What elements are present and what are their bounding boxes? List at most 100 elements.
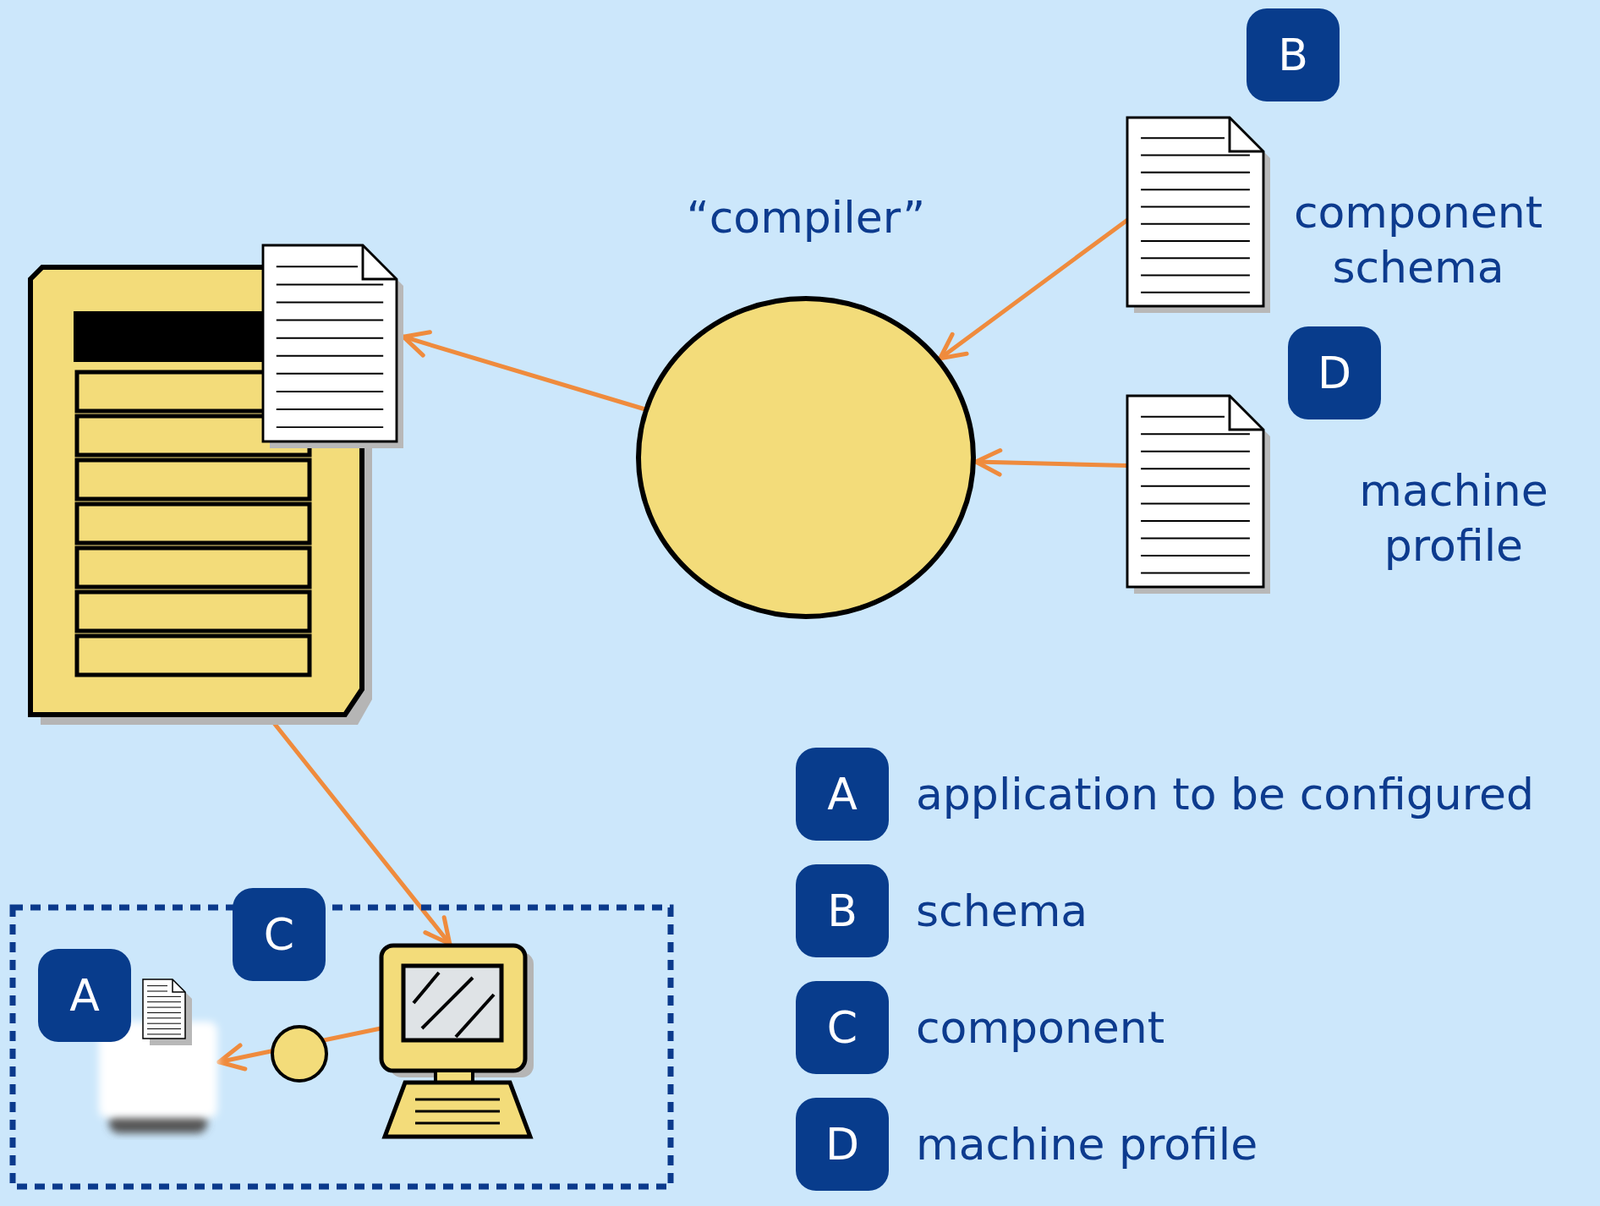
document-line	[1140, 291, 1250, 294]
document-line	[1140, 171, 1250, 174]
legend-text: application to be configured	[915, 747, 1535, 841]
document-line	[276, 390, 384, 393]
document-line	[276, 337, 384, 340]
node-label: component schema	[1291, 185, 1546, 296]
legend-text: schema	[915, 864, 1088, 958]
component-dot	[272, 1026, 327, 1081]
document-page	[1127, 395, 1264, 587]
document-line	[1140, 154, 1250, 157]
screen-glare	[455, 994, 494, 1037]
document-fold	[172, 979, 186, 992]
document-line	[1140, 416, 1225, 418]
app-document	[142, 979, 192, 1046]
document-line	[1140, 572, 1250, 575]
document-line	[276, 283, 384, 285]
document-shape	[1127, 117, 1271, 313]
form-row	[76, 504, 310, 543]
component-region: CA	[10, 904, 674, 1190]
document-line	[147, 1033, 181, 1035]
document-line	[276, 426, 384, 428]
document-line	[1140, 554, 1250, 557]
document-line	[1140, 257, 1250, 259]
document-fold	[1229, 117, 1264, 152]
legend-letter: A	[795, 747, 889, 841]
document-line	[276, 355, 384, 357]
screen-glare	[413, 972, 439, 1003]
form-row	[76, 591, 310, 631]
flow-arrow	[403, 336, 644, 409]
computer-icon-drawing	[379, 943, 536, 1141]
document-line	[1140, 450, 1250, 453]
screen-glare	[421, 977, 473, 1029]
document-icon: Dmachine profile	[1127, 395, 1272, 596]
form-icon	[30, 245, 404, 715]
document-line	[1140, 432, 1250, 435]
document-icon-drawing	[1127, 117, 1272, 315]
compiler-circle-shape	[638, 298, 974, 617]
document-page	[142, 979, 186, 1039]
document-line	[147, 1012, 181, 1014]
document-line	[147, 1007, 181, 1009]
document-line	[276, 372, 384, 375]
document-line	[1140, 240, 1250, 242]
node-label: machine profile	[1326, 463, 1581, 574]
document-line	[1140, 188, 1250, 191]
document-line	[276, 408, 384, 411]
region-border	[12, 907, 671, 1187]
document-line	[1140, 502, 1250, 505]
document-line	[1140, 485, 1250, 488]
legend-letter: C	[795, 980, 889, 1074]
callout-letter: A	[38, 948, 132, 1042]
document-line	[147, 1023, 181, 1025]
compiler-circle: “compiler”	[635, 295, 976, 620]
legend-letter: D	[795, 1097, 889, 1191]
screen	[403, 965, 502, 1041]
node-label: “compiler”	[594, 190, 1018, 246]
callout-letter: C	[232, 887, 326, 981]
form-row	[76, 460, 310, 499]
flow-arrow	[940, 219, 1128, 359]
document-line	[147, 991, 168, 992]
keyboard-line	[415, 1098, 500, 1102]
callout-letter: B	[1246, 8, 1340, 102]
keyboard-line	[415, 1110, 500, 1113]
document-line	[1140, 274, 1250, 277]
legend-text: machine profile	[915, 1097, 1258, 1191]
form-icon-drawing	[30, 245, 404, 715]
document-fold	[1229, 395, 1264, 430]
document-line	[147, 1001, 181, 1003]
computer-icon	[379, 943, 536, 1141]
flow-arrow	[975, 461, 1128, 466]
document-page	[1127, 117, 1264, 307]
compiler-circle-drawing	[635, 295, 976, 620]
output-document	[263, 245, 404, 449]
document-line	[147, 1028, 181, 1030]
application-icon: A	[38, 948, 220, 1138]
document-line	[1140, 467, 1250, 470]
keyboard-line	[415, 1122, 500, 1125]
document-line	[1140, 223, 1250, 225]
callout-letter: D	[1287, 326, 1381, 420]
legend-letter: B	[795, 864, 889, 958]
form-bar	[73, 311, 269, 362]
document-icon-drawing	[1127, 395, 1272, 596]
document-line	[1140, 205, 1250, 208]
document-line	[276, 319, 384, 322]
document-line	[1140, 520, 1250, 522]
document-shape	[1127, 395, 1271, 594]
legend-text: component	[915, 980, 1165, 1074]
keyboard	[384, 1082, 531, 1137]
document-line	[276, 265, 358, 268]
document-fold	[362, 245, 397, 280]
document-line	[147, 996, 181, 998]
document-line	[147, 1017, 181, 1019]
document-icon: Bcomponent schema	[1127, 117, 1272, 315]
document-page	[263, 245, 397, 442]
monitor	[381, 945, 526, 1071]
document-line	[147, 985, 168, 987]
form-row	[76, 635, 310, 675]
document-line	[1140, 536, 1250, 539]
document-line	[1140, 136, 1225, 139]
form-row	[76, 547, 310, 587]
